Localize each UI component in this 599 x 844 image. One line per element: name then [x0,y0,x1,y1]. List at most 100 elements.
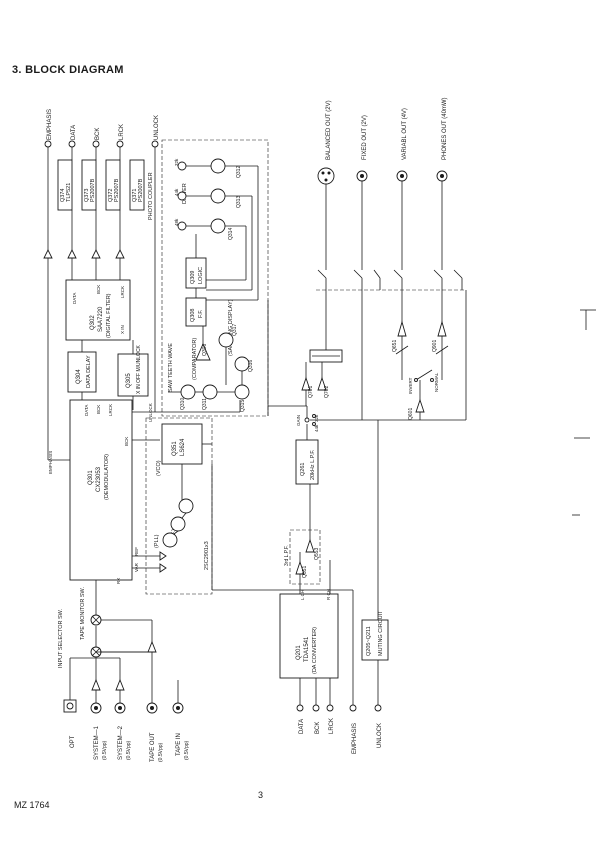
svg-text:Q302: Q302 [90,315,96,330]
photo-coupler-q371 [129,159,145,211]
page-title: 3. BLOCK DIAGRAM [12,64,124,76]
svg-text:PS2007B: PS2007B [90,178,96,202]
svg-text:(SAMPLING DISPLAY): (SAMPLING DISPLAY) [228,299,234,356]
svg-text:RX: RX [116,578,121,584]
svg-text:PS2007B: PS2007B [138,178,144,202]
svg-text:MUTING CIRCUIT: MUTING CIRCUIT [378,610,384,656]
svg-text:TAPE IN: TAPE IN [176,733,182,756]
svg-text:44k: 44k [174,188,179,196]
svg-text:Q372: Q372 [108,189,114,202]
svg-text:OPT: OPT [70,735,76,748]
svg-text:BCK: BCK [124,437,129,446]
svg-text:EMPHASIS: EMPHASIS [48,451,53,474]
svg-text:Q205~Q211: Q205~Q211 [366,626,372,656]
svg-text:NORMAL: NORMAL [434,372,439,392]
svg-text:Q305: Q305 [126,373,132,388]
photo-coupler-label: PHOTO COUPLER [148,172,154,220]
svg-text:Q374: Q374 [60,189,66,202]
svg-text:Q314: Q314 [228,228,234,240]
svg-text:FIXED OUT (2V): FIXED OUT (2V) [362,115,368,160]
svg-text:(PLL): (PLL) [154,534,160,548]
out-lrck-label: LRCK [119,124,125,140]
svg-text:(DIGITAL FILTER): (DIGITAL FILTER) [106,293,112,338]
svg-text:PHONES OUT (40mW): PHONES OUT (40mW) [442,97,448,160]
svg-text:Q551: Q551 [302,566,308,578]
svg-text:DATA: DATA [299,719,305,734]
svg-text:Q601: Q601 [408,408,414,420]
svg-text:32k: 32k [174,158,179,166]
svg-text:(DA CONVERTER): (DA CONVERTER) [312,627,318,674]
out-bck-label: BCK [95,128,101,140]
svg-text:LRCK: LRCK [108,404,113,416]
svg-text:Q316: Q316 [248,360,254,372]
xin-off-block: Q305 X IN OFF M/UNLOCK [117,340,149,400]
footer-model: MZ 1764 [14,800,50,810]
svg-text:44k: 44k [314,424,319,432]
right-outputs: BALANCED OUT (2V) FIXED OUT (2V) VARIABL… [310,97,467,421]
svg-text:SAA7220: SAA7220 [98,306,104,332]
svg-text:Q313: Q313 [236,196,242,208]
svg-text:R CH: R CH [326,589,331,600]
dac-section: Q201 TDA1541 (DA CONVERTER) L CH R CH DA… [279,290,389,754]
svg-text:Q309: Q309 [190,271,196,284]
svg-text:Q702: Q702 [324,386,330,398]
svg-text:Q651: Q651 [392,340,398,352]
svg-text:Q553: Q553 [314,548,320,560]
svg-text:DATA DELAY: DATA DELAY [86,355,92,388]
da-converter-block [279,593,339,679]
svg-text:Q310: Q310 [180,398,186,410]
svg-text:F.F.: F.F. [198,309,204,318]
sampling-display-section: (COMPARATOR) SAW TEETH WAVE SAW TEETH WA… [161,139,269,417]
interconnect-wires [132,300,353,591]
svg-text:REF: REF [134,547,139,556]
svg-text:Q317: Q317 [232,324,238,336]
svg-text:DATA: DATA [84,405,89,416]
top-output-terminals: EMPHASIS DATA BCK LRCK UNLOCK [44,109,160,412]
input-section: OPT SYSTEM—1 (0.5Vpp) SYSTEM—2 (0.5Vpp) … [58,580,190,762]
svg-text:2SC2901x3: 2SC2901x3 [204,541,210,570]
svg-text:LRCK: LRCK [120,286,125,298]
svg-text:VARIABL OUT (4V): VARIABL OUT (4V) [402,108,408,160]
svg-text:48k: 48k [174,218,179,226]
svg-text:L CH: L CH [300,590,305,600]
svg-text:GAIN: GAIN [296,415,301,426]
svg-text:Q306: Q306 [202,344,208,356]
svg-text:BCK: BCK [96,285,101,294]
svg-text:Q701: Q701 [308,386,314,398]
svg-text:Q301: Q301 [88,470,94,485]
demodulator-block: Q301 CX23053 (DEMODULATOR) DATA BCK LRCK… [47,399,160,584]
svg-text:(DEMODULATOR): (DEMODULATOR) [104,454,110,500]
svg-text:Q315: Q315 [240,400,246,412]
buffer-gates [43,248,125,400]
svg-text:DATA: DATA [72,293,77,304]
svg-text:BCK: BCK [96,405,101,414]
svg-text:(0.5Vpp): (0.5Vpp) [184,740,190,760]
svg-text:Q373: Q373 [84,189,90,202]
data-delay-block: Q304 DATA DELAY [67,340,97,400]
svg-text:3rd L.P.F.: 3rd L.P.F. [284,545,290,566]
svg-text:VAR: VAR [134,562,139,572]
svg-text:(0.5Vpp): (0.5Vpp) [102,740,108,760]
svg-text:Q304: Q304 [76,369,82,384]
svg-text:Q311: Q311 [202,398,208,410]
photo-coupler-q373 [81,159,97,211]
svg-text:INPUT SELECTOR SW.: INPUT SELECTOR SW. [58,608,64,668]
svg-text:BALANCED OUT (2V): BALANCED OUT (2V) [326,100,332,160]
svg-text:Q261: Q261 [300,463,306,476]
svg-text:Q371: Q371 [132,189,138,202]
out-data-label: DATA [71,125,77,140]
out-emphasis-label: EMPHASIS [47,109,53,140]
svg-text:TAPE MONITOR SW.: TAPE MONITOR SW. [80,587,86,640]
svg-text:(0.5Vpp): (0.5Vpp) [126,740,132,760]
svg-text:SAW TEETH WAVE: SAW TEETH WAVE [168,343,174,392]
svg-text:20kHz L.P.F.: 20kHz L.P.F. [310,449,316,480]
svg-text:LOGIC: LOGIC [198,267,204,284]
svg-text:32k: 32k [314,414,319,422]
svg-text:(VCO): (VCO) [156,460,162,476]
svg-text:UNLOCK: UNLOCK [377,723,383,748]
svg-text:Q351: Q351 [172,441,178,456]
svg-text:BCK: BCK [315,722,321,734]
svg-text:UNLOCK: UNLOCK [148,403,153,422]
footer-page-number: 3 [258,790,264,800]
svg-text:INVERT: INVERT [408,377,413,394]
